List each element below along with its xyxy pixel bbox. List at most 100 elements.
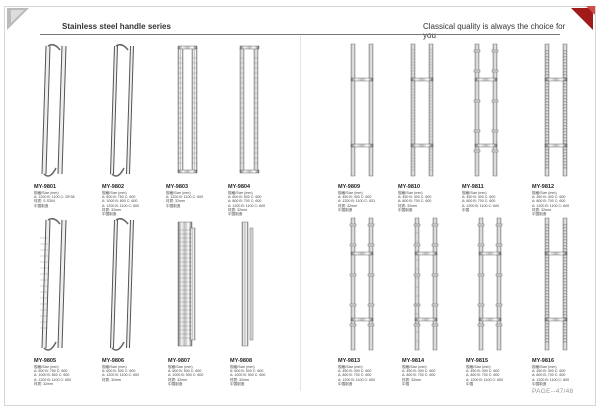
spec-line: 规格/Size (mm) [168, 365, 193, 369]
spec-line: 材质: 32mm [34, 381, 54, 386]
page-number: PAGE--47/48 [532, 388, 574, 395]
handle-illustration [473, 43, 499, 177]
spec-line: A: 600 B: 500 C: 600 [102, 369, 136, 374]
product-code: MY-9813 [338, 358, 361, 364]
spec-line: 规格/Size (mm) [338, 191, 363, 195]
spec-line: A: 1200 B: 1100 C: 600 [34, 377, 72, 382]
spec-line: A: 1200 B: 1100 C: 25*38 [34, 195, 75, 200]
spec-line: A: 1000 B: 800 C: 600 [102, 199, 138, 204]
handle-illustration [177, 45, 198, 174]
spec-line: A: 450 B: 400 C: 600 [532, 195, 566, 200]
spec-line: 规格/Size (mm) [102, 365, 127, 369]
spec-line: A: 800 B: 700 C: 600 [532, 373, 566, 378]
spec-line: 材质: 32mm [102, 207, 122, 212]
header-rule [40, 34, 560, 35]
spec-line: 规格/Size (mm) [462, 191, 487, 195]
product-code: MY-9805 [34, 358, 57, 364]
spec-line: 中国制造 [102, 212, 117, 216]
spec-line: A: 800 B: 700 C: 600 [338, 373, 372, 378]
spec-line: A: 1200 B: 1100 C: 600 [338, 377, 376, 382]
spec-line: A: 1200 B: 1100 C: 600 [166, 195, 204, 200]
product-code: MY-9802 [102, 184, 125, 190]
spec-line: 材质: S.S304 [34, 199, 55, 204]
spec-line: A: 450 B: 400 C: 600 [398, 195, 432, 200]
spec-line: 中国制造 [166, 203, 181, 208]
spec-line: 规格/Size (mm) [102, 191, 127, 195]
product-code: MY-9803 [166, 184, 189, 190]
spec-line: 中国制造 [398, 207, 413, 212]
spec-line: 中国 [402, 381, 410, 386]
series-title: Stainless steel handle series [62, 22, 171, 31]
spec-line: A: 1000 B: 900 C: 600 [230, 373, 266, 378]
spec-line: 规格/Size (mm) [466, 365, 491, 369]
spec-line: A: 1200 B: 1100 C: 631 [338, 199, 376, 204]
spec-line: 中国制造 [532, 381, 547, 386]
spec-line: A: 1200 B: 1100 C: 600 [102, 203, 140, 208]
spec-line: A: 450 B: 400 C: 600 [402, 369, 436, 374]
spec-line: 材质: 32mm [338, 203, 358, 208]
spec-line: 材质: 32mm [402, 377, 422, 382]
spec-line: A: 600 B: 750 C: 600 [102, 195, 136, 200]
product-code: MY-9804 [228, 184, 251, 190]
spec-line: 材质: 32mm [102, 377, 122, 382]
spec-line: 材质: 32mm [532, 207, 552, 212]
handle-illustration [110, 43, 134, 177]
spec-line: 材质: 32mm [166, 199, 186, 204]
spec-line: A: 450 B: 400 C: 600 [462, 195, 496, 200]
spec-line: A: 1200 B: 1100 C: 600 [102, 373, 140, 378]
corner-ornament-left-inner [11, 10, 24, 23]
page-header: Stainless steel handle series Classical … [40, 22, 580, 40]
spec-line: 规格/Size (mm) [34, 365, 59, 369]
spec-line: A: 1000 B: 900 C: 600 [168, 373, 204, 378]
spec-line: A: 600 B: 750 C: 600 [34, 369, 68, 374]
spec-line: A: 800 B: 700 C: 600 [228, 199, 262, 204]
spec-line: 材质: 32mm [228, 207, 248, 212]
spec-line: A: 1200 B: 1100 C: 600 [466, 377, 504, 382]
spec-line: 材质: 32mm [398, 203, 418, 208]
spec-line: 中国 [466, 381, 474, 386]
spec-line: A: 1200 B: 1100 C: 600 [532, 377, 570, 382]
spec-line: A: 800 B: 700 C: 600 [402, 373, 436, 378]
spec-line: A: 450 B: 400 C: 600 [338, 369, 372, 374]
product-code: MY-9801 [34, 184, 57, 190]
spec-line: 规格/Size (mm) [398, 191, 423, 195]
handle-illustration [241, 221, 254, 347]
handle-illustration [239, 45, 260, 174]
product-code: MY-9814 [402, 358, 425, 364]
spec-line: 规格/Size (mm) [34, 191, 59, 195]
spec-line: A: 1200 B: 1100 C: 600 [228, 203, 266, 208]
spec-line: 中国制造 [228, 212, 243, 216]
spread-divider [300, 36, 301, 391]
spec-line: 规格/Size (mm) [532, 191, 557, 195]
spec-line: 规格/Size (mm) [532, 365, 557, 369]
product-code: MY-9809 [338, 184, 361, 190]
spec-line: A: 450 B: 400 C: 600 [466, 369, 500, 374]
spec-line: A: 600 B: 500 C: 600 [228, 195, 262, 200]
spec-line: 规格/Size (mm) [228, 191, 253, 195]
spec-line: 中国制造 [230, 381, 245, 386]
handle-illustration [410, 43, 434, 177]
spec-line: A: 600 B: 500 C: 600 [230, 369, 264, 374]
product-code: MY-9815 [466, 358, 489, 364]
spec-line: A: 800 B: 700 C: 600 [398, 199, 432, 204]
spec-line: A: 800 B: 700 C: 600 [532, 199, 566, 204]
spec-line: 材质: 32mm [230, 377, 250, 382]
product-code: MY-9816 [532, 358, 555, 364]
product-code: MY-9811 [462, 184, 484, 190]
spec-line: A: 600 B: 500 C: 600 [168, 369, 202, 374]
product-code: MY-9806 [102, 358, 125, 364]
handle-illustration [350, 43, 374, 177]
handle-illustration [177, 221, 196, 347]
product-code: MY-9808 [230, 358, 253, 364]
